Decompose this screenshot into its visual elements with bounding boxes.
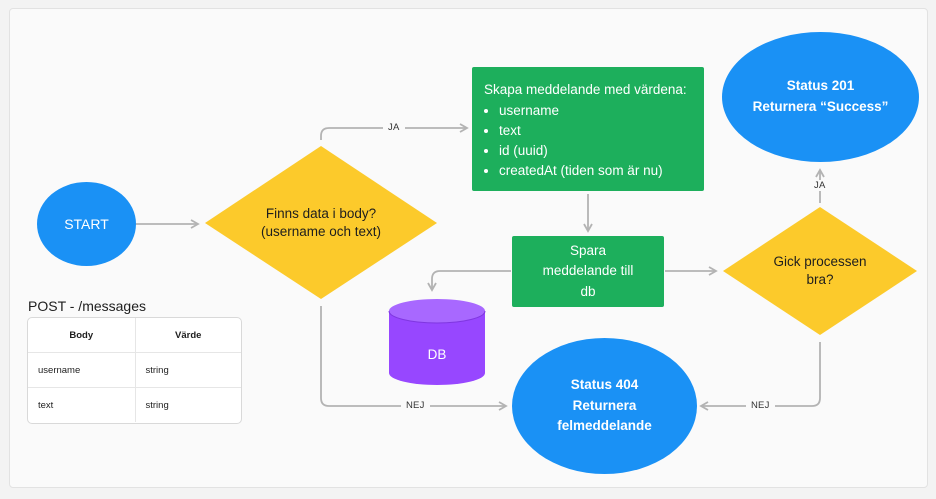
table-header-row: Body Värde — [28, 318, 241, 352]
create-message-title: Skapa meddelande med värdena: — [484, 82, 687, 97]
edge-label-yes: JA — [383, 122, 405, 133]
create-message-box[interactable]: Skapa meddelande med värdena: username t… — [472, 67, 704, 191]
table-row: username string — [28, 352, 241, 387]
edge-label-no: NEJ — [401, 400, 430, 411]
decision-process-label: Gick processen bra? — [773, 253, 867, 287]
start-label: START — [64, 216, 109, 232]
table-cell: string — [134, 353, 242, 387]
table-header-cell: Värde — [134, 318, 242, 352]
status-201-text: Returnera “Success” — [752, 99, 889, 114]
table-cell: string — [134, 388, 242, 422]
table-title: POST - /messages — [28, 298, 147, 314]
body-table: Body Värde username string text string — [27, 317, 242, 424]
save-message-box[interactable]: Spara meddelande till db — [512, 236, 664, 307]
table-row: text string — [28, 387, 241, 422]
list-item: username — [499, 101, 687, 121]
edge-label-no: NEJ — [746, 400, 775, 411]
list-item: createdAt (tiden som är nu) — [499, 161, 687, 181]
status-404-title: Status 404 — [570, 376, 639, 392]
edge-save-to-db — [427, 270, 511, 292]
list-item: text — [499, 121, 687, 141]
status-404-text-1: Returnera — [572, 397, 637, 413]
edge-process-no — [699, 342, 821, 411]
status-404-text-2: felmeddelande — [557, 418, 652, 434]
decision-body-diamond[interactable] — [205, 146, 437, 299]
edge-check-no — [320, 306, 508, 411]
list-item: id (uuid) — [499, 141, 687, 161]
table-header-cell: Body — [69, 329, 94, 341]
status-404-node[interactable]: Status 404 Returnera felmeddelande — [512, 338, 697, 474]
table-cell: username — [38, 364, 81, 376]
start-node[interactable]: START — [37, 182, 136, 266]
status-201-node[interactable]: Status 201 Returnera “Success” — [722, 32, 919, 162]
save-message-label: Spara meddelande till db — [542, 243, 634, 299]
database-cylinder[interactable] — [388, 299, 486, 385]
create-message-list: username text id (uuid) createdAt (tiden… — [484, 101, 687, 181]
edge-label-yes: JA — [809, 180, 831, 191]
table-cell: text — [38, 399, 54, 411]
decision-process-diamond[interactable] — [723, 207, 917, 335]
decision-body-label: Finns data i body? (username och text) — [260, 205, 382, 239]
status-201-title: Status 201 — [786, 78, 855, 94]
edge-check-yes — [320, 123, 469, 140]
database-label: DB — [427, 346, 447, 362]
